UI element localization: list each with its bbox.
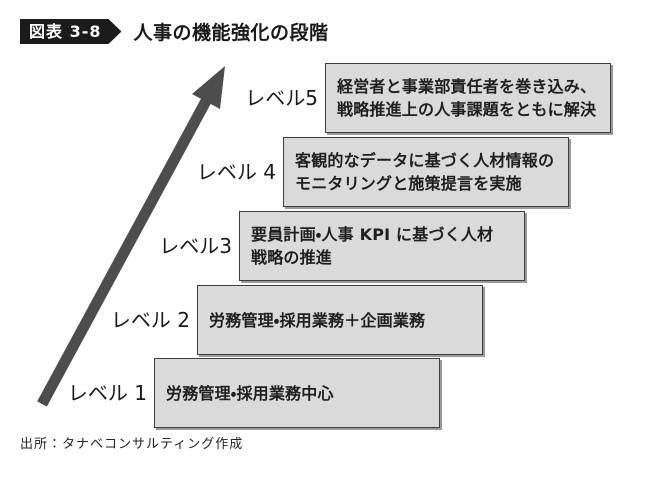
- level-4-box: 客観的なデータに基づく人材情報の モニタリングと施策提言を実施: [283, 137, 569, 207]
- level-1-box: 労務管理・採用業務中心: [154, 358, 440, 428]
- figure-badge: 図表 3-8: [20, 19, 121, 44]
- source-note: 出所：タナベコンサルティング作成: [20, 437, 244, 452]
- level-5-box: 経営者と事業部責任者を巻き込み、 戦略推進上の人事課題をともに解決: [325, 63, 611, 133]
- level-2-label: レベル 2: [110, 308, 190, 332]
- level-3-text-line-1: 要員計画・人事 KPI に基づく人材: [251, 225, 494, 244]
- level-3-box: 要員計画・人事 KPI に基づく人材 戦略の推進: [239, 211, 525, 281]
- level-1-text-line-1: 労務管理・採用業務中心: [166, 383, 334, 403]
- level-1-label: レベル 1: [67, 381, 147, 405]
- level-5-label: レベル5: [245, 86, 318, 110]
- level-5-text-line-2: 戦略推進上の人事課題をともに解決: [337, 100, 597, 119]
- level-2-box: 労務管理・採用業務＋企画業務: [197, 285, 483, 355]
- level-4-text-line-2: モニタリングと施策提言を実施: [295, 174, 522, 193]
- level-3-label: レベル3: [159, 234, 232, 258]
- figure-title: 人事の機能強化の段階: [133, 22, 329, 44]
- level-2-text-line-1: 労務管理・採用業務＋企画業務: [209, 310, 426, 330]
- level-4-text-line-1: 客観的なデータに基づく人材情報の: [295, 151, 555, 170]
- level-4-label: レベル 4: [196, 160, 276, 184]
- figure-header: 図表 3-8 人事の機能強化の段階: [20, 18, 329, 45]
- level-5-text-line-1: 経営者と事業部責任者を巻き込み、: [337, 77, 597, 96]
- level-3-text-line-2: 戦略の推進: [251, 248, 333, 267]
